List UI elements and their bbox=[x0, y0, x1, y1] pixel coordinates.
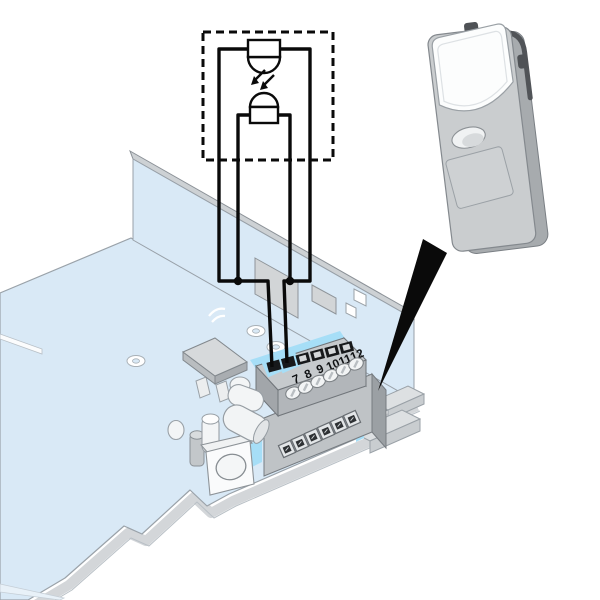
wire-receiver-left bbox=[236, 113, 250, 281]
capacitor-lying-large bbox=[222, 404, 270, 444]
board-bottom-sliver bbox=[0, 583, 66, 600]
component-cluster bbox=[167, 376, 270, 496]
terminal-label-8: 8 bbox=[302, 366, 314, 382]
plated-hole-1 bbox=[246, 325, 266, 337]
emission-arrows bbox=[251, 69, 275, 90]
terminal-block-lower bbox=[263, 372, 387, 477]
device-lens-window-bevel bbox=[437, 30, 508, 107]
wires bbox=[217, 47, 312, 368]
dpak-transistor bbox=[182, 337, 248, 403]
floor-components bbox=[0, 307, 286, 403]
highlight-strip-bottomleft bbox=[250, 438, 262, 468]
terminal-block: 7 8 9 10 11 12 bbox=[250, 331, 387, 477]
device-label-panel bbox=[445, 146, 514, 209]
wire-junction-dot-left bbox=[233, 276, 243, 286]
silkscreen-squiggle bbox=[208, 307, 226, 323]
dashed-boundary-box bbox=[201, 30, 335, 162]
device-indicator-oval bbox=[451, 126, 486, 149]
device-mount-bump-side bbox=[517, 54, 529, 69]
wall-cutout-1 bbox=[353, 288, 367, 307]
pin-sockets bbox=[277, 409, 362, 459]
sensor-schematic bbox=[201, 30, 335, 368]
capacitor-round bbox=[167, 419, 185, 441]
terminal-label-9: 9 bbox=[314, 361, 326, 377]
motion-sensor-device bbox=[427, 22, 549, 254]
wire-emitter-left bbox=[217, 47, 274, 368]
wire-junction-dot-right bbox=[285, 276, 295, 286]
relay-cube bbox=[199, 434, 255, 496]
pointer-arrow bbox=[378, 239, 447, 391]
terminal-screws bbox=[285, 357, 364, 400]
device-lens-window bbox=[431, 23, 514, 112]
wire-receiver-right bbox=[278, 113, 292, 281]
ir-receiver-icon bbox=[248, 91, 280, 125]
terminal-block-upper: 7 8 9 10 11 12 bbox=[255, 336, 367, 418]
wall-cutout-2 bbox=[345, 302, 357, 319]
wire-emitter-right bbox=[280, 47, 312, 364]
ir-emitter-icon bbox=[246, 38, 282, 90]
terminal-label-7: 7 bbox=[290, 371, 302, 387]
silkscreen-sliver bbox=[0, 333, 43, 355]
plated-hole-3 bbox=[126, 355, 146, 367]
component-small-pad bbox=[311, 284, 337, 315]
